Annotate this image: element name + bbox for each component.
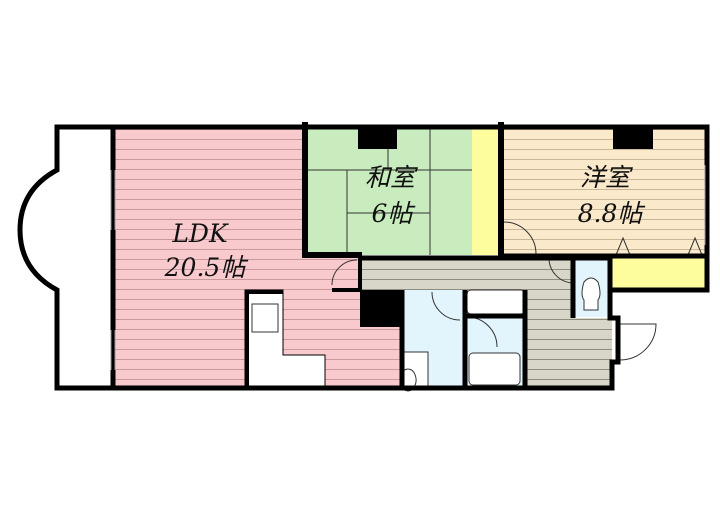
- washitsu-label: 和室: [365, 163, 418, 192]
- balcony: [17, 124, 116, 391]
- entrance-door: [619, 323, 657, 361]
- hallway-floor: [362, 258, 612, 388]
- ldk-size: 20.5帖: [164, 253, 249, 282]
- pillar: [360, 290, 402, 327]
- washitsu-size: 6帖: [372, 199, 416, 228]
- toilet-icon: [581, 277, 601, 311]
- tatami-lines: [305, 127, 472, 255]
- youshitsu-size: 8.8帖: [578, 199, 646, 228]
- ldk-label: LDK: [171, 219, 229, 248]
- ldk-floor: [113, 127, 402, 388]
- youshitsu-floor: [504, 127, 705, 255]
- closet: [612, 258, 705, 288]
- sink: [251, 303, 279, 333]
- youshitsu-label: 洋室: [580, 163, 633, 192]
- windows: [110, 165, 706, 370]
- door-swing: [503, 221, 537, 255]
- closet: [472, 127, 501, 255]
- pillar: [358, 127, 397, 149]
- walls: [57, 124, 710, 391]
- pillar: [613, 127, 653, 149]
- bathtub: [468, 352, 521, 386]
